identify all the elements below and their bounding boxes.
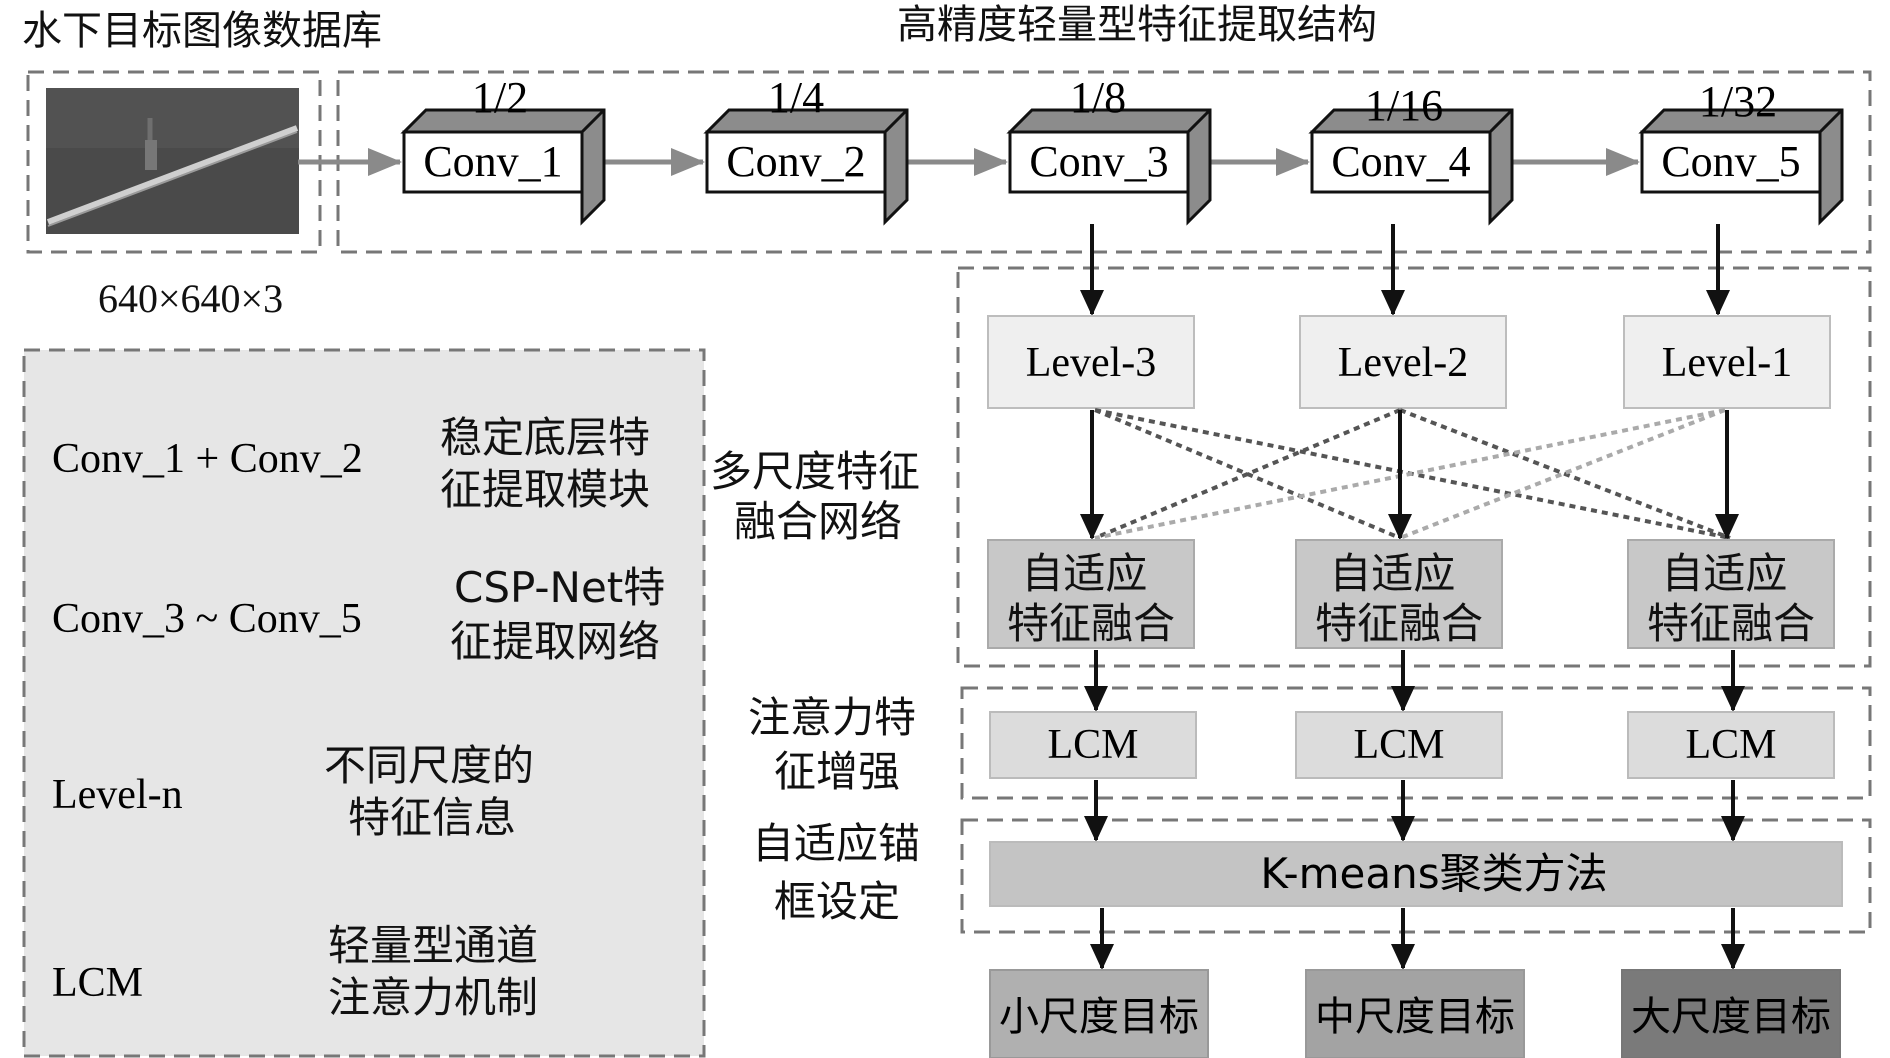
conv-2-label: Conv_2 — [726, 137, 865, 186]
svg-text:自适应 特征融合: 自适应 特征融合 — [1007, 549, 1175, 648]
level-box-2: Level-2 — [1299, 315, 1507, 409]
svg-text:Level-n: Level-n — [52, 772, 183, 818]
fusion-to-lcm-arrows — [1084, 650, 1745, 712]
legend-item-4: LCM 轻量型通道 注意力机制 — [52, 921, 551, 1022]
svg-text:LCM: LCM — [1047, 722, 1138, 768]
output-large-target: 大尺度目标 — [1621, 969, 1841, 1058]
legend-item-1: Conv_1 + Conv_2 稳定底层特 征提取模块 — [52, 413, 663, 514]
conv-3-scale: 1/8 — [1070, 73, 1126, 122]
conv-block-4: Conv_4 1/16 — [1308, 81, 1514, 226]
database-title: 水下目标图像数据库 — [22, 8, 382, 54]
svg-text:K-means聚类方法: K-means聚类方法 — [1260, 849, 1607, 898]
conv-1-label: Conv_1 — [423, 137, 562, 186]
backbone-to-level-arrows — [1080, 224, 1730, 316]
level-box-1: Level-1 — [1623, 315, 1831, 409]
conv-4-label: Conv_4 — [1331, 137, 1470, 186]
level-3-label: Level-3 — [1026, 340, 1157, 386]
legend-item-3: Level-n 不同尺度的 特征信息 — [52, 741, 547, 842]
svg-text:LCM: LCM — [1685, 722, 1776, 768]
kmeans-box: K-means聚类方法 — [989, 841, 1843, 907]
structure-title: 高精度轻量型特征提取结构 — [897, 2, 1377, 48]
anchor-label: 自适应锚 框设定 — [752, 819, 933, 926]
legend-panel — [22, 348, 706, 1058]
attention-frame — [960, 686, 1872, 800]
conv-3-label: Conv_3 — [1029, 137, 1168, 186]
legend-item-2: Conv_3 ~ Conv_5 CSP-Net特 征提取网络 — [52, 563, 679, 666]
underwater-sample-image — [46, 88, 299, 234]
fusion-box-left: 自适应 特征融合 — [987, 539, 1195, 649]
level-2-label: Level-2 — [1338, 340, 1469, 386]
conv-block-3: Conv_3 1/8 — [1006, 73, 1212, 226]
svg-text:稳定底层特 征提取模块: 稳定底层特 征提取模块 — [440, 413, 663, 514]
conv-2-scale: 1/4 — [768, 73, 824, 122]
svg-text:Conv_1 + Conv_2: Conv_1 + Conv_2 — [52, 436, 363, 482]
level-box-3: Level-3 — [987, 315, 1195, 409]
svg-text:自适应 特征融合: 自适应 特征融合 — [1647, 549, 1815, 648]
kmeans-to-output-arrows — [1090, 908, 1745, 970]
lcm-box-left: LCM — [989, 711, 1197, 779]
conv-block-5: Conv_5 1/32 — [1638, 77, 1844, 226]
cross-fusion-lines — [1094, 408, 1731, 540]
lcm-box-right: LCM — [1627, 711, 1835, 779]
svg-text:轻量型通道 注意力机制: 轻量型通道 注意力机制 — [328, 921, 551, 1022]
level-1-label: Level-1 — [1662, 340, 1793, 386]
attention-label: 注意力特 征增强 — [748, 693, 929, 796]
svg-text:中尺度目标: 中尺度目标 — [1315, 994, 1515, 1040]
conv-4-scale: 1/16 — [1365, 81, 1443, 130]
conv-1-scale: 1/2 — [472, 73, 528, 122]
conv-block-2: Conv_2 1/4 — [703, 73, 909, 226]
svg-text:大尺度目标: 大尺度目标 — [1631, 994, 1831, 1040]
svg-text:Conv_3 ~ Conv_5: Conv_3 ~ Conv_5 — [52, 596, 362, 642]
output-small-target: 小尺度目标 — [989, 969, 1209, 1058]
conv-5-scale: 1/32 — [1699, 77, 1777, 126]
fusion-box-middle: 自适应 特征融合 — [1295, 539, 1503, 649]
svg-text:CSP-Net特 征提取网络: CSP-Net特 征提取网络 — [450, 563, 679, 666]
svg-text:小尺度目标: 小尺度目标 — [999, 994, 1199, 1040]
svg-text:LCM: LCM — [1353, 722, 1444, 768]
input-size-label: 640×640×3 — [98, 276, 283, 321]
fusion-frame — [956, 266, 1872, 668]
svg-text:LCM: LCM — [52, 960, 143, 1006]
fusion-box-right: 自适应 特征融合 — [1627, 539, 1835, 649]
svg-text:自适应 特征融合: 自适应 特征融合 — [1315, 549, 1483, 648]
conv-5-label: Conv_5 — [1661, 137, 1800, 186]
output-medium-target: 中尺度目标 — [1305, 969, 1525, 1058]
level-to-fusion-arrows — [1080, 410, 1739, 540]
svg-text:不同尺度的 特征信息: 不同尺度的 特征信息 — [324, 741, 547, 842]
lcm-to-kmeans-arrows — [1084, 780, 1745, 842]
lcm-box-middle: LCM — [1295, 711, 1503, 779]
conv-block-1: Conv_1 1/2 — [400, 73, 606, 226]
anchor-frame — [960, 818, 1872, 934]
fusion-network-label: 多尺度特征 融合网络 — [710, 447, 933, 546]
